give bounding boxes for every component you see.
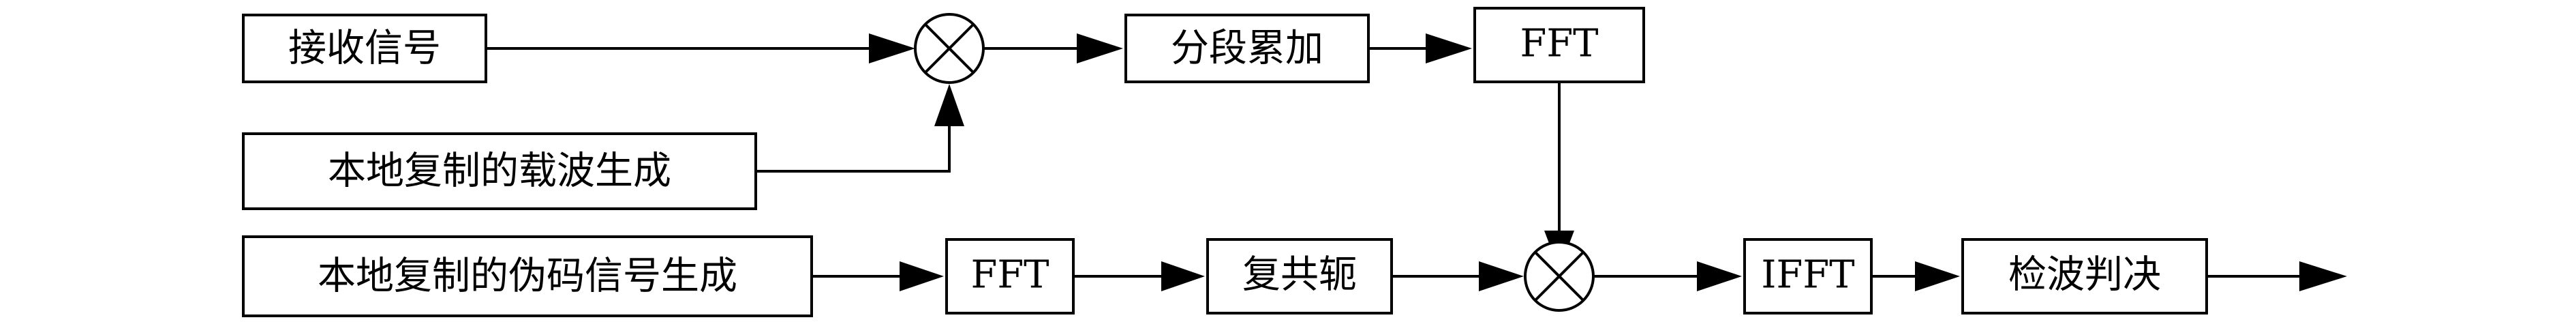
arrowhead-fft-to-conjugate — [1161, 261, 1205, 291]
arrowhead-conjugate-to-mixer — [1479, 261, 1524, 291]
ifft-label: IFFT — [1761, 253, 1854, 297]
fft-bottom-box — [945, 238, 1075, 314]
segment-accumulate-label: 分段累加 — [1171, 27, 1323, 71]
arrowhead-output — [2299, 261, 2347, 291]
mixer-top — [914, 13, 985, 84]
local-carrier-box — [242, 132, 757, 210]
local-carrier-label: 本地复制的载波生成 — [328, 149, 671, 194]
conjugate-label: 复共轭 — [1242, 253, 1357, 297]
detection-label: 检波判决 — [2008, 253, 2161, 297]
arrowhead-code-to-fft — [900, 261, 944, 291]
arrowhead-received-to-mixer — [869, 33, 915, 63]
fft-top-label: FFT — [1520, 22, 1598, 66]
mixer-bottom — [1524, 241, 1595, 312]
fft-top-box — [1473, 7, 1645, 83]
received-signal-label: 接收信号 — [288, 27, 441, 71]
local-code-label: 本地复制的伪码信号生成 — [318, 254, 737, 299]
segment-accumulate-box — [1124, 14, 1370, 83]
arrowhead-ifft-to-detection — [1915, 261, 1960, 291]
arrowhead-carrier-to-mixer — [934, 84, 964, 126]
wire-carrier-to-mixer — [756, 126, 951, 173]
arrowhead-accumulate-to-fft — [1426, 33, 1472, 63]
fft-bottom-label: FFT — [970, 253, 1049, 297]
local-code-box — [242, 235, 813, 317]
received-signal-box — [242, 14, 487, 83]
arrowhead-mixer-to-accumulate — [1077, 33, 1123, 63]
ifft-box — [1743, 238, 1873, 314]
arrowhead-mixer-to-ifft — [1697, 261, 1742, 291]
conjugate-box — [1206, 238, 1393, 314]
